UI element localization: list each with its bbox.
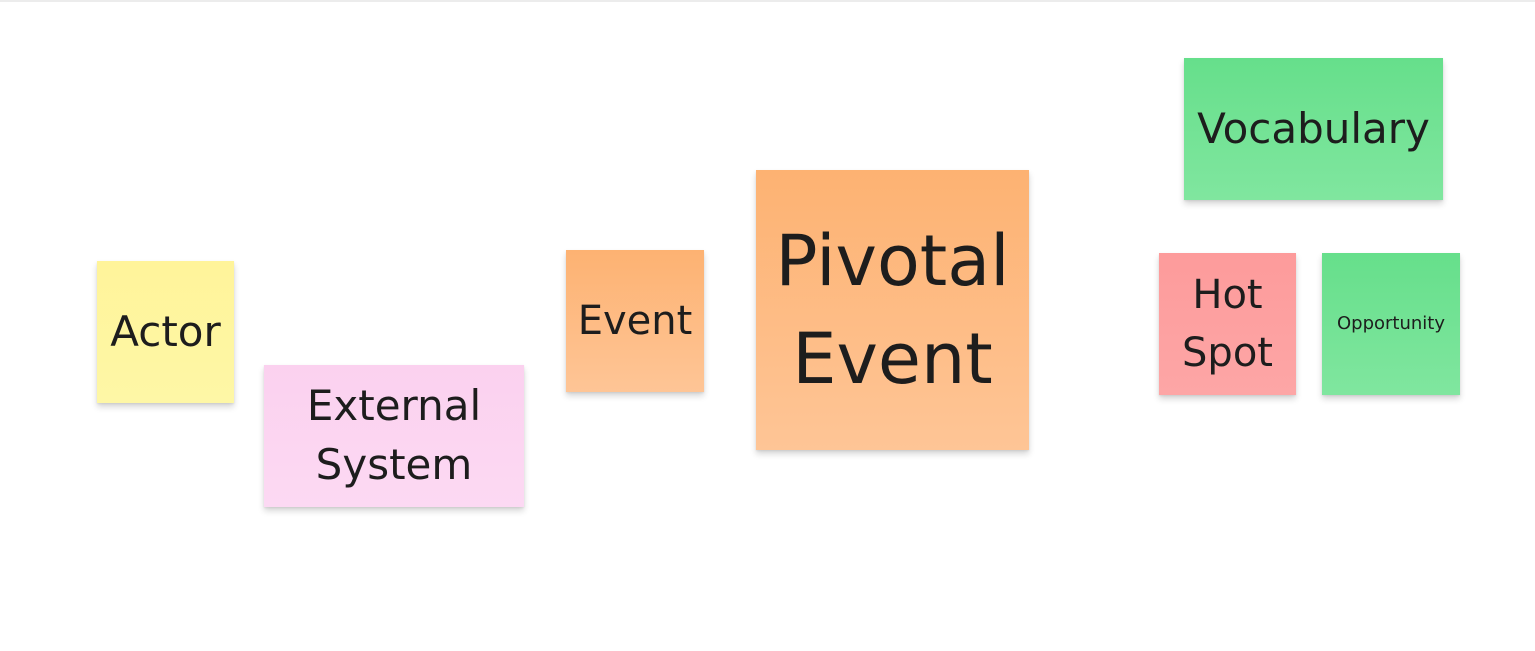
sticky-text-line: System <box>315 440 473 489</box>
sticky-note-opportunity-text: Opportunity <box>1336 312 1446 334</box>
sticky-note-event[interactable]: Event <box>566 250 704 392</box>
sticky-text-line: External <box>306 381 482 431</box>
sticky-note-external-system[interactable]: External System <box>264 365 524 507</box>
sticky-note-external-system-text: External System <box>307 377 481 495</box>
sticky-note-pivotal-event[interactable]: Pivotal Event <box>756 170 1029 450</box>
sticky-text-line: Hot <box>1192 272 1263 318</box>
sticky-text-line: Spot <box>1182 330 1273 376</box>
sticky-note-pivotal-event-text: Pivotal Event <box>775 212 1009 408</box>
sticky-note-event-text: Event <box>577 298 693 344</box>
top-border <box>0 0 1535 2</box>
sticky-note-actor-text: Actor <box>110 306 221 356</box>
sticky-note-hot-spot-text: Hot Spot <box>1182 266 1273 382</box>
sticky-note-vocabulary[interactable]: Vocabulary <box>1184 58 1443 200</box>
sticky-note-hot-spot[interactable]: Hot Spot <box>1159 253 1296 395</box>
sticky-note-opportunity[interactable]: Opportunity <box>1322 253 1460 395</box>
sticky-text-line: Event <box>792 318 993 400</box>
sticky-note-actor[interactable]: Actor <box>97 261 234 403</box>
sticky-text-line: Pivotal <box>775 220 1010 302</box>
sticky-note-vocabulary-text: Vocabulary <box>1197 103 1430 153</box>
